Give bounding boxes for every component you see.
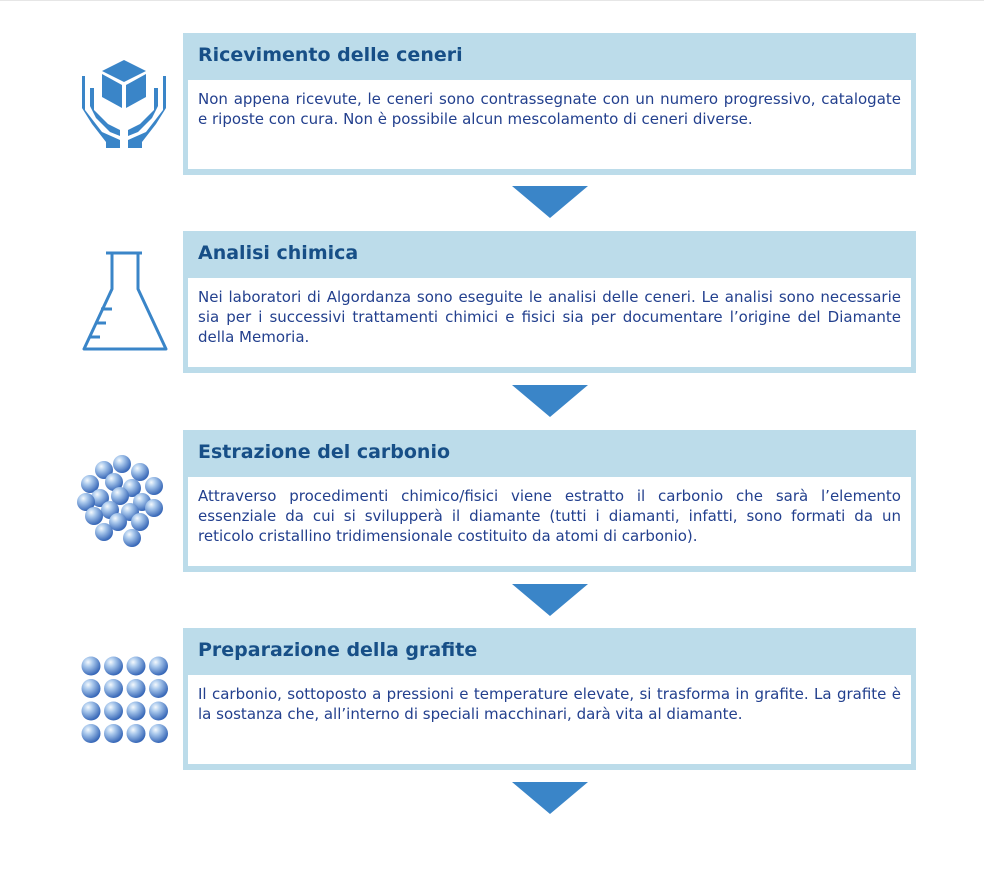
- sphere: [123, 529, 141, 547]
- step-description: Il carbonio, sottoposto a pressioni e te…: [188, 675, 911, 764]
- sphere: [145, 499, 163, 517]
- step-estrazione: Estrazione del carbonio Attraverso proce…: [183, 430, 916, 572]
- sphere: [131, 513, 149, 531]
- sphere: [85, 507, 103, 525]
- sphere: [104, 701, 123, 721]
- step-analisi: Analisi chimica Nei laboratori di Algord…: [183, 231, 916, 373]
- sphere: [126, 701, 146, 721]
- sphere: [81, 701, 101, 721]
- down-arrow: [512, 385, 588, 417]
- sphere: [81, 475, 99, 493]
- flask-icon: [82, 251, 168, 351]
- sphere: [126, 656, 146, 676]
- sphere: [91, 489, 109, 507]
- sphere: [111, 487, 129, 505]
- sphere: [81, 656, 101, 676]
- sphere: [81, 724, 101, 743]
- sphere: [104, 724, 123, 743]
- sphere: [149, 724, 168, 743]
- step-description: Attraverso procedimenti chimico/fisici v…: [188, 477, 911, 566]
- sphere: [149, 701, 168, 721]
- step-title: Analisi chimica: [198, 242, 359, 264]
- down-arrow: [512, 782, 588, 814]
- sphere: [95, 523, 113, 541]
- sphere: [149, 656, 168, 676]
- sphere: [81, 679, 101, 698]
- step-title: Ricevimento delle ceneri: [198, 44, 463, 66]
- sphere: [145, 477, 163, 495]
- down-arrow: [512, 584, 588, 616]
- sphere: [113, 455, 131, 473]
- step-title: Estrazione del carbonio: [198, 441, 451, 463]
- sphere: [104, 679, 123, 698]
- sphere: [105, 473, 123, 491]
- sphere: [77, 493, 95, 511]
- step-description: Nei laboratori di Algordanza sono esegui…: [188, 278, 911, 367]
- sphere: [95, 461, 113, 479]
- hands-box-icon: [82, 60, 166, 148]
- step-title: Preparazione della grafite: [198, 639, 478, 661]
- sphere: [126, 679, 146, 698]
- top-divider: [0, 0, 984, 1]
- atom-cluster-icon: [77, 455, 163, 547]
- sphere: [126, 724, 146, 743]
- step-description: Non appena ricevute, le ceneri sono cont…: [188, 80, 911, 169]
- step-preparazione: Preparazione della grafite Il carbonio, …: [183, 628, 916, 770]
- sphere: [104, 656, 123, 676]
- sphere: [131, 463, 149, 481]
- down-arrow: [512, 186, 588, 218]
- sphere: [109, 513, 127, 531]
- atom-grid-icon: [81, 656, 168, 743]
- step-ricevimento: Ricevimento delle ceneri Non appena rice…: [183, 33, 916, 175]
- sphere: [149, 679, 168, 698]
